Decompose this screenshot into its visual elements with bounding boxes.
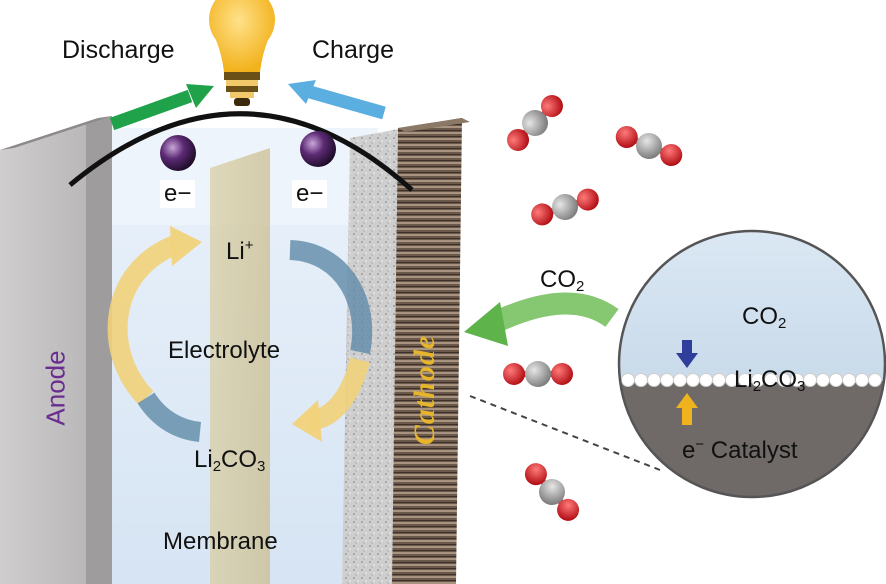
inset-li2co3-label: Li2CO3 [734, 366, 806, 395]
electrolyte-label: Electrolyte [168, 337, 281, 364]
electron-sphere-right [300, 131, 336, 167]
li2co3-particle [868, 373, 882, 387]
co2-arrow-label: CO2 [540, 266, 585, 295]
cycle-arrowhead-yellow-top [170, 226, 202, 266]
ion-cycle-arrows [107, 226, 373, 442]
electron-label-left: e− [160, 180, 196, 208]
charge-arrow [288, 80, 386, 120]
cycle-arrow-yellow-top [107, 235, 180, 405]
co2-molecule-2 [615, 126, 683, 166]
li2co3-particle [621, 373, 635, 387]
lightbulb-icon [209, 0, 275, 106]
cycle-arrow-blue-bottom [137, 392, 202, 442]
cathode-label: Cathode [408, 334, 441, 446]
co2-molecule-3 [531, 188, 599, 226]
co2-entry-arrow [464, 292, 619, 346]
circuit-wire [68, 111, 414, 192]
co2-molecule-1 [507, 95, 563, 151]
li2co3-particle [699, 373, 713, 387]
membrane-sheet [210, 148, 270, 584]
anode-label: Anode [40, 350, 71, 426]
co2-molecules [503, 95, 683, 521]
inset-leader-line [469, 395, 661, 471]
anode-plate [0, 116, 112, 584]
li2co3-particle [660, 373, 674, 387]
li2co3-particle [673, 373, 687, 387]
cycle-arrow-blue-top [289, 240, 373, 355]
li2co3-particle [816, 373, 830, 387]
inset-down-arrow-icon [676, 340, 698, 368]
cathode-collector [392, 118, 462, 584]
cathode-porous-layer [342, 128, 404, 584]
li2co3-particle [686, 373, 700, 387]
discharge-label: Discharge [62, 36, 175, 64]
membrane-label: Membrane [163, 528, 278, 555]
cycle-arrowhead-yellow-bottom [292, 400, 322, 442]
co2-molecule-4 [503, 361, 573, 387]
li2co3-particle [634, 373, 648, 387]
li2co3-particle [842, 373, 856, 387]
li2co3-particle [803, 373, 817, 387]
inset-catalyst-label: e− Catalyst [682, 436, 798, 464]
li2co3-particle-row [621, 373, 882, 387]
li2co3-particle [712, 373, 726, 387]
inset-up-arrow-icon [676, 393, 698, 425]
li2co3-particle [829, 373, 843, 387]
electron-sphere-left [160, 135, 196, 171]
li2co3-particle [647, 373, 661, 387]
inset-co2-label: CO2 [742, 303, 787, 332]
co2-molecule-5 [524, 463, 580, 521]
electron-label-right: e− [292, 180, 328, 208]
cathode-plate [342, 118, 470, 584]
li2co3-particle [855, 373, 869, 387]
charge-label: Charge [312, 36, 394, 64]
li-ion-label: Li+ [226, 237, 254, 265]
li2co3-cell-label: Li2CO3 [194, 446, 266, 475]
discharge-arrow [109, 84, 214, 131]
